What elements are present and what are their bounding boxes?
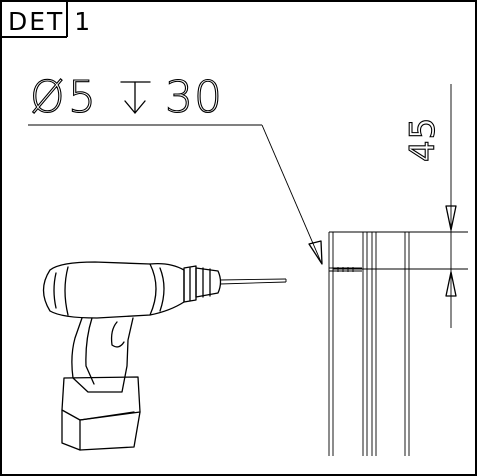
- depth-value: 30: [165, 72, 223, 123]
- diameter-value: 5: [68, 72, 97, 123]
- drilled-hole: [329, 267, 362, 272]
- leader-arrow-icon: [28, 124, 323, 265]
- detail-title: DET 1: [8, 7, 92, 36]
- vertical-dimension: 45: [402, 84, 457, 328]
- cordless-drill-icon: [42, 261, 222, 451]
- hole-callout: Ø 5 ↧ 30: [28, 71, 323, 265]
- depth-arrow-icon: [120, 81, 151, 114]
- detail-label: DET 1: [1, 1, 92, 38]
- dimension-value: 45: [403, 117, 443, 162]
- drill-bit: [219, 278, 287, 285]
- profile-section: [328, 231, 468, 456]
- diameter-symbol: Ø: [30, 72, 66, 123]
